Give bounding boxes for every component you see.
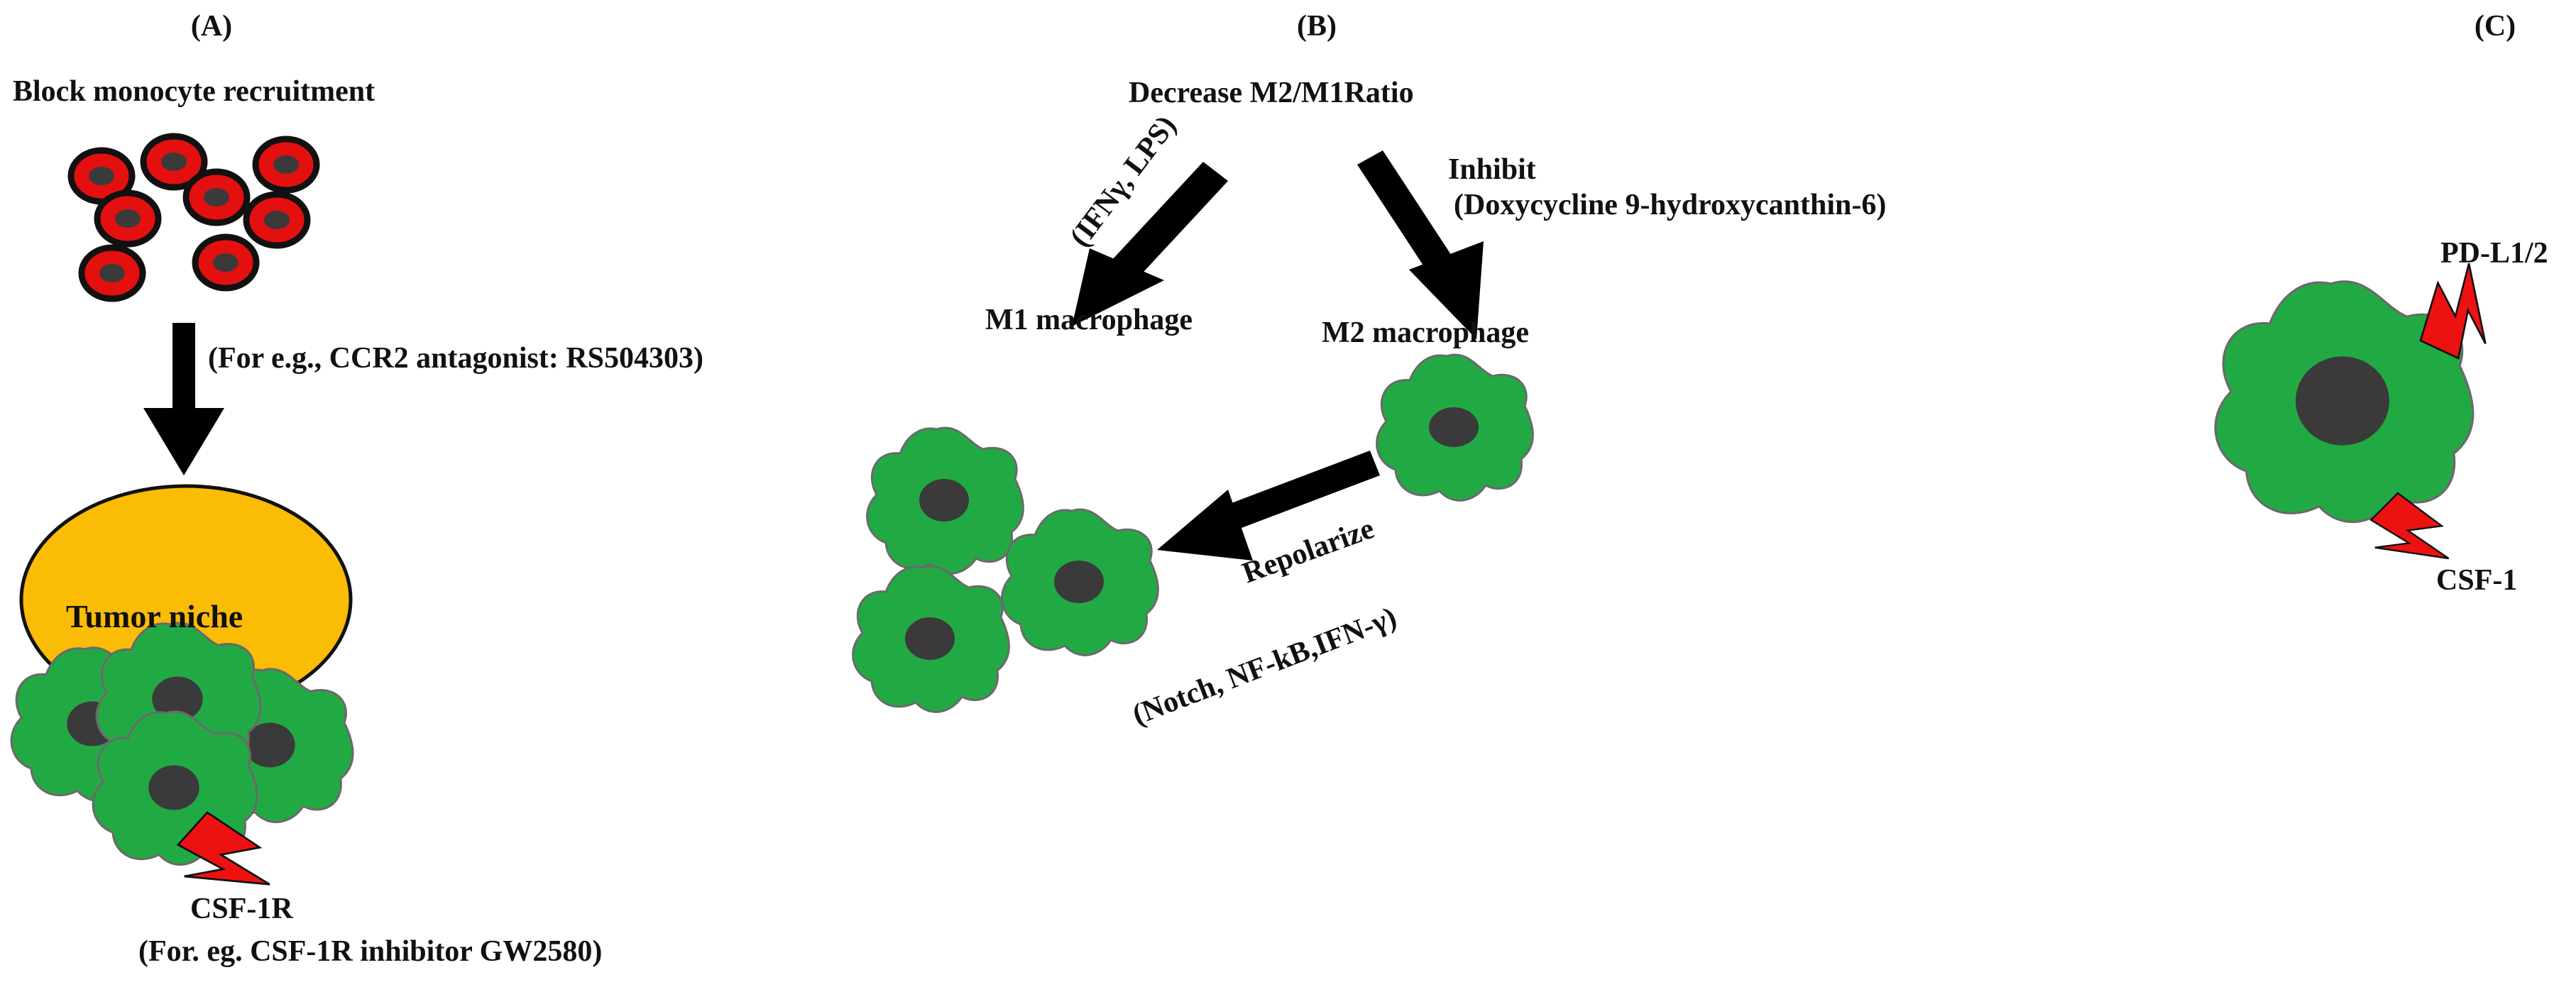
tam-cell-large — [2214, 280, 2474, 524]
inhibit-label: Inhibit — [1448, 153, 1536, 186]
inhibit-agents-label: (Doxycycline 9-hydroxycanthin-6) — [1454, 189, 1887, 221]
monocyte — [140, 133, 208, 191]
m1-macrophage-label: M1 macrophage — [985, 304, 1193, 336]
panel-a-label: (A) — [190, 10, 233, 43]
repolarize-arrow — [1157, 451, 1380, 561]
tam-cell — [187, 668, 354, 824]
tam-cell — [95, 622, 262, 778]
m2-arrow — [1357, 150, 1484, 339]
tam-cluster — [10, 622, 354, 866]
csf-1-label: CSF-1 — [2436, 564, 2518, 597]
recruitment-arrow-note: (For e.g., CCR2 antagonist: RS504303) — [208, 342, 704, 375]
csf-1r-label: CSF-1R — [190, 893, 293, 925]
pd-l1-2-label: PD-L1/2 — [2440, 237, 2548, 270]
monocyte — [243, 191, 311, 249]
panel-c-label: (C) — [2474, 10, 2516, 43]
panel-b-label: (B) — [1297, 10, 1337, 43]
recruitment-arrow — [143, 323, 224, 475]
tumor-niche-label: Tumor niche — [66, 598, 243, 634]
monocyte — [67, 147, 136, 205]
m1-cell — [866, 426, 1024, 575]
m1-cell — [1001, 508, 1159, 656]
tam-cell — [92, 710, 258, 866]
m1-arrow — [1072, 162, 1228, 326]
monocyte — [94, 189, 162, 248]
monocyte-cluster — [67, 133, 320, 302]
m2-macrophage-label: M2 macrophage — [1322, 316, 1530, 349]
monocyte — [252, 136, 320, 194]
csf-1r-inhibitor-note: (For. eg. CSF-1R inhibitor GW2580) — [138, 935, 603, 968]
monocyte — [182, 168, 251, 226]
panel-b-title: Decrease M2/M1Ratio — [1129, 77, 1414, 109]
monocyte — [192, 233, 260, 292]
monocyte — [78, 244, 146, 302]
m2-macrophage-cell — [1376, 353, 1534, 502]
repolarized-m1-cells — [852, 426, 1159, 713]
panel-a-title: Block monocyte recruitment — [13, 75, 376, 108]
m1-cell — [852, 565, 1010, 713]
